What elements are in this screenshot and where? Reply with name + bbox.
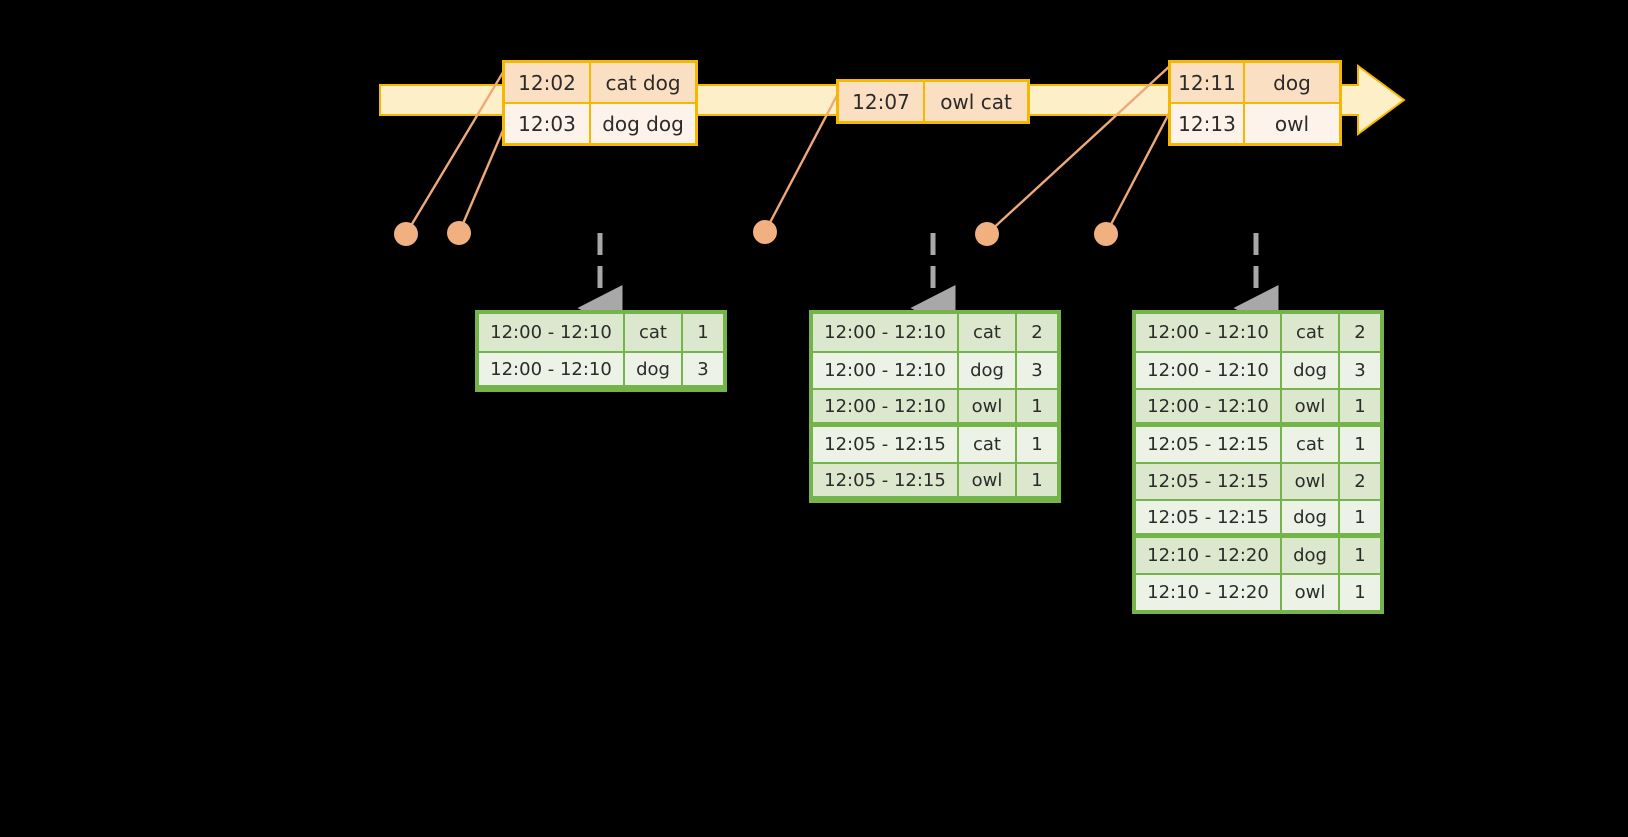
window-range-cell: 12:05 - 12:15 — [813, 464, 959, 496]
event-words: dog — [1245, 63, 1339, 102]
count-cell: 3 — [1017, 353, 1057, 388]
window-range-cell: 12:00 - 12:10 — [813, 314, 959, 351]
down-arrows — [577, 233, 1279, 332]
event-dot-1203a — [447, 221, 471, 245]
word-cell: cat — [625, 314, 683, 351]
count-cell: 1 — [1340, 575, 1380, 610]
count-cell: 2 — [1340, 464, 1380, 499]
window-range-cell: 12:00 - 12:10 — [1136, 390, 1282, 422]
word-cell: cat — [959, 427, 1017, 462]
count-cell: 1 — [1017, 427, 1057, 462]
window-range-cell: 12:10 - 12:20 — [1136, 575, 1282, 610]
event-timestamp: 12:07 — [839, 82, 925, 121]
word-cell: cat — [959, 314, 1017, 351]
event-timestamp: 12:03 — [505, 104, 591, 143]
window-range-cell: 12:05 - 12:15 — [1136, 464, 1282, 499]
window-range-cell: 12:00 - 12:10 — [813, 390, 959, 422]
count-cell: 3 — [683, 353, 723, 385]
count-cell: 1 — [1340, 390, 1380, 422]
window-range-cell: 12:00 - 12:10 — [479, 353, 625, 385]
event-timestamp: 12:13 — [1171, 104, 1245, 143]
word-cell: cat — [1282, 427, 1340, 462]
event-dot-1211 — [975, 222, 999, 246]
word-cell: owl — [1282, 390, 1340, 422]
window-range-cell: 12:05 - 12:15 — [813, 427, 959, 462]
count-cell: 1 — [683, 314, 723, 351]
count-cell: 1 — [1017, 464, 1057, 496]
window-range-cell: 12:10 - 12:20 — [1136, 538, 1282, 573]
word-cell: dog — [959, 353, 1017, 388]
word-cell: owl — [959, 464, 1017, 496]
count-cell: 2 — [1017, 314, 1057, 351]
count-cell: 1 — [1017, 390, 1057, 422]
count-cell: 1 — [1340, 427, 1380, 462]
window-range-cell: 12:00 - 12:10 — [1136, 314, 1282, 351]
word-cell: dog — [1282, 353, 1340, 388]
event-words: dog dog — [591, 104, 695, 143]
word-cell: dog — [1282, 538, 1340, 573]
word-cell: owl — [1282, 464, 1340, 499]
count-cell: 1 — [1340, 501, 1380, 533]
event-words: owl cat — [925, 82, 1027, 121]
window-range-cell: 12:00 - 12:10 — [813, 353, 959, 388]
event-dot-1207 — [753, 220, 777, 244]
window-range-cell: 12:00 - 12:10 — [479, 314, 625, 351]
event-dots — [394, 220, 1118, 246]
word-cell: dog — [625, 353, 683, 385]
word-cell: owl — [1282, 575, 1340, 610]
word-cell: owl — [959, 390, 1017, 422]
count-cell: 1 — [1340, 538, 1380, 573]
count-cell: 2 — [1340, 314, 1380, 351]
window-range-cell: 12:05 - 12:15 — [1136, 501, 1282, 533]
connector-5 — [1104, 101, 1177, 235]
connector-3 — [763, 83, 845, 233]
event-timestamp: 12:11 — [1171, 63, 1245, 102]
count-cell: 3 — [1340, 353, 1380, 388]
word-cell: dog — [1282, 501, 1340, 533]
event-timestamp: 12:02 — [505, 63, 591, 102]
event-words: cat dog — [591, 63, 695, 102]
window-range-cell: 12:00 - 12:10 — [1136, 353, 1282, 388]
event-words: owl — [1245, 104, 1339, 143]
event-dot-1213 — [1094, 222, 1118, 246]
connector-1 — [404, 63, 510, 235]
word-cell: cat — [1282, 314, 1340, 351]
event-dot-1202a — [394, 222, 418, 246]
window-range-cell: 12:05 - 12:15 — [1136, 427, 1282, 462]
